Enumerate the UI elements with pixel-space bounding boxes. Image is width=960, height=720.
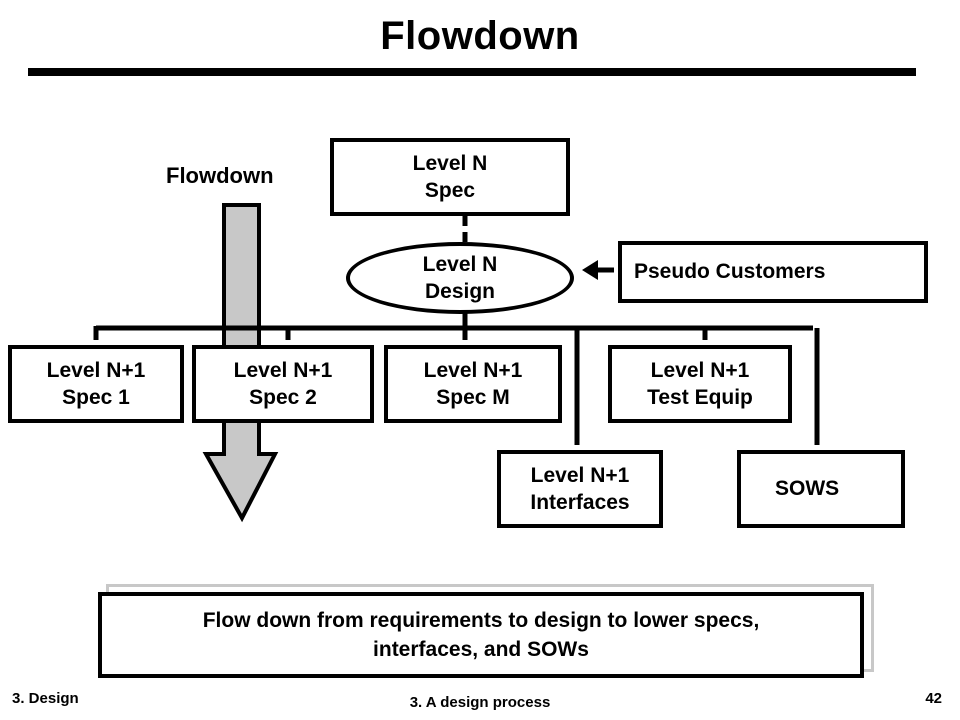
page-number: 42 <box>925 690 942 707</box>
interfaces-box: Level N+1 Interfaces <box>497 450 663 528</box>
specm-box: Level N+1 Spec M <box>384 345 562 423</box>
spec2-box: Level N+1 Spec 2 <box>192 345 374 423</box>
title-underline <box>28 68 916 76</box>
level-n-design-oval: Level N Design <box>346 242 574 314</box>
summary-text: Flow down from requirements to design to… <box>202 608 760 661</box>
test-equip-box: Level N+1 Test Equip <box>608 345 792 423</box>
spec1-box: Level N+1 Spec 1 <box>8 345 184 423</box>
pseudo-arrow-head <box>582 260 598 280</box>
flowdown-arrow-label: Flowdown <box>166 163 274 188</box>
slide-title: Flowdown <box>380 14 580 58</box>
pseudo-customers-box: Pseudo Customers <box>618 241 928 303</box>
level-n-spec-box: Level N Spec <box>330 138 570 216</box>
sows-box: SOWS <box>737 450 905 528</box>
summary-box: Flow down from requirements to design to… <box>98 592 864 678</box>
footer-subtitle: 3. A design process <box>409 694 551 711</box>
footer-section: 3. Design <box>12 690 79 707</box>
